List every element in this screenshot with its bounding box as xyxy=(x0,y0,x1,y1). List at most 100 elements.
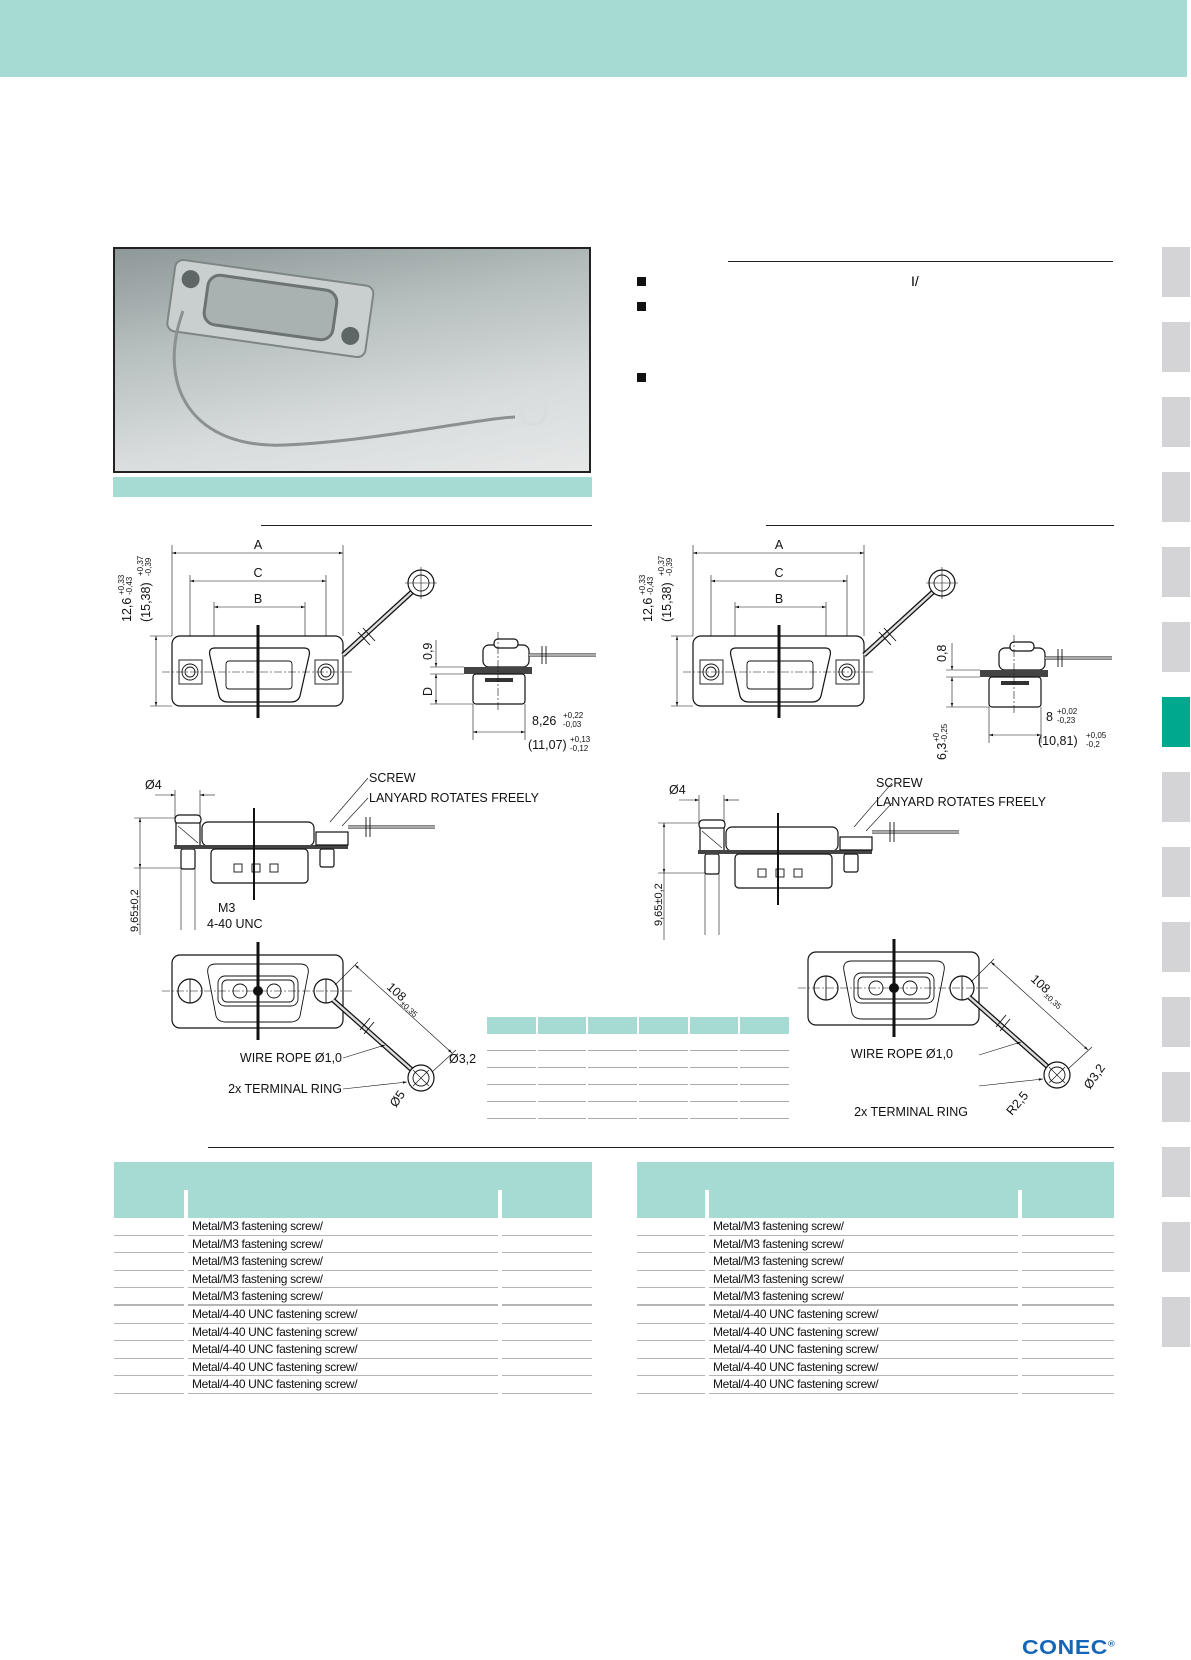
cell-extra xyxy=(502,1218,592,1236)
table-row: Metal/M3 fastening screw/ xyxy=(637,1288,1114,1306)
bullet-icon xyxy=(637,373,646,382)
cell-extra xyxy=(1022,1288,1114,1306)
cell-extra xyxy=(1022,1218,1114,1236)
cell-part-number xyxy=(637,1324,705,1342)
table-row: Metal/4-40 UNC fastening screw/ xyxy=(114,1359,592,1377)
drawing-right-heading-rule xyxy=(766,525,1114,526)
tolerance: ±0,35 xyxy=(1042,991,1063,1011)
side-tab-10[interactable] xyxy=(1162,922,1190,972)
logo-text: CONEC xyxy=(1022,1637,1108,1659)
cell-extra xyxy=(1022,1341,1114,1359)
table-row: Metal/M3 fastening screw/ xyxy=(114,1218,592,1236)
cell-part-number xyxy=(637,1376,705,1394)
depth-label: 6,3 xyxy=(935,743,949,760)
tolerance: +0,05 xyxy=(1086,731,1107,740)
lanyard-label: LANYARD ROTATES FREELY xyxy=(876,795,1047,809)
cell-part-number xyxy=(114,1236,184,1254)
lanyard-label: LANYARD ROTATES FREELY xyxy=(369,791,540,805)
table-row: Metal/4-40 UNC fastening screw/ xyxy=(637,1306,1114,1324)
cell-extra xyxy=(502,1288,592,1306)
side-height-label: 9,65±0,2 xyxy=(653,883,665,926)
cell-description: Metal/M3 fastening screw/ xyxy=(188,1218,498,1236)
side-tab-5[interactable] xyxy=(1162,547,1190,597)
height-label: 12,6 xyxy=(120,598,134,622)
dimension-table-row xyxy=(487,1051,790,1068)
cell-description: Metal/4-40 UNC fastening screw/ xyxy=(709,1341,1018,1359)
cell-part-number xyxy=(637,1253,705,1271)
width-ref-label: (10,81) xyxy=(1038,734,1078,748)
cell-part-number xyxy=(637,1359,705,1377)
top-view-drawing-left xyxy=(150,545,437,718)
table-row: Metal/M3 fastening screw/ xyxy=(114,1271,592,1289)
screw-diameter-label: Ø4 xyxy=(145,778,162,792)
tolerance: ±0,35 xyxy=(398,999,419,1019)
cell-description: Metal/M3 fastening screw/ xyxy=(709,1288,1018,1306)
side-tab-7[interactable] xyxy=(1162,697,1190,747)
cell-part-number xyxy=(114,1288,184,1306)
cell-description: Metal/M3 fastening screw/ xyxy=(709,1271,1018,1289)
tolerance: -0,25 xyxy=(940,723,949,742)
cell-description: Metal/M3 fastening screw/ xyxy=(188,1271,498,1289)
cell-part-number xyxy=(114,1218,184,1236)
cell-part-number xyxy=(637,1341,705,1359)
tolerance: -0,39 xyxy=(144,557,153,576)
features-heading-rule xyxy=(728,261,1113,262)
thread-metric-label: M3 xyxy=(218,901,235,915)
side-tab-2[interactable] xyxy=(1162,322,1190,372)
cell-description: Metal/4-40 UNC fastening screw/ xyxy=(188,1359,498,1377)
terminal-ring-label: 2x TERMINAL RING xyxy=(854,1105,968,1119)
cell-extra xyxy=(502,1359,592,1377)
table-row: Metal/4-40 UNC fastening screw/ xyxy=(114,1341,592,1359)
cell-part-number xyxy=(114,1324,184,1342)
cell-extra xyxy=(502,1376,592,1394)
side-tab-6[interactable] xyxy=(1162,622,1190,672)
side-tab-9[interactable] xyxy=(1162,847,1190,897)
side-height-label: 9,65±0,2 xyxy=(129,889,141,932)
tolerance: +0,37 xyxy=(657,555,666,576)
ordering-heading-rule xyxy=(208,1147,1114,1148)
side-tab-15[interactable] xyxy=(1162,1297,1190,1347)
dim-b-label: B xyxy=(775,592,783,606)
cell-description: Metal/M3 fastening screw/ xyxy=(709,1218,1018,1236)
table-row: Metal/M3 fastening screw/ xyxy=(114,1288,592,1306)
cell-description: Metal/4-40 UNC fastening screw/ xyxy=(709,1376,1018,1394)
cell-extra xyxy=(502,1271,592,1289)
side-tab-3[interactable] xyxy=(1162,397,1190,447)
registered-mark: ® xyxy=(1107,1639,1116,1649)
tolerance: -0,2 xyxy=(1086,740,1100,749)
dim-a-label: A xyxy=(775,538,784,552)
dimension-table-header xyxy=(487,1017,790,1034)
table-row: Metal/M3 fastening screw/ xyxy=(637,1253,1114,1271)
cell-part-number xyxy=(114,1376,184,1394)
screw-label: SCREW xyxy=(369,771,416,785)
dim-c-label: C xyxy=(774,566,783,580)
terminal-ring-label: 2x TERMINAL RING xyxy=(228,1082,342,1096)
table-row: Metal/4-40 UNC fastening screw/ xyxy=(637,1376,1114,1394)
table-header xyxy=(114,1162,592,1218)
side-tab-14[interactable] xyxy=(1162,1222,1190,1272)
cell-description: Metal/4-40 UNC fastening screw/ xyxy=(188,1376,498,1394)
cell-description: Metal/4-40 UNC fastening screw/ xyxy=(188,1324,498,1342)
width-label: 8,26 xyxy=(532,714,556,728)
side-tab-11[interactable] xyxy=(1162,997,1190,1047)
cell-part-number xyxy=(114,1359,184,1377)
thread-unc-label: 4-40 UNC xyxy=(207,917,263,931)
side-tab-12[interactable] xyxy=(1162,1072,1190,1122)
side-tab-1[interactable] xyxy=(1162,247,1190,297)
flange-label: 0,8 xyxy=(935,645,949,662)
feature-text-fragment: I/ xyxy=(911,273,919,289)
cell-part-number xyxy=(637,1306,705,1324)
table-row: Metal/4-40 UNC fastening screw/ xyxy=(637,1359,1114,1377)
cell-description: Metal/M3 fastening screw/ xyxy=(709,1253,1018,1271)
table-row: Metal/M3 fastening screw/ xyxy=(114,1253,592,1271)
cell-part-number xyxy=(637,1218,705,1236)
cell-description: Metal/M3 fastening screw/ xyxy=(188,1236,498,1254)
tolerance: +0,13 xyxy=(570,735,591,744)
side-tab-13[interactable] xyxy=(1162,1147,1190,1197)
cell-part-number xyxy=(114,1306,184,1324)
side-tab-8[interactable] xyxy=(1162,772,1190,822)
conec-logo: CONEC® xyxy=(1022,1637,1115,1660)
side-tab-4[interactable] xyxy=(1162,472,1190,522)
cell-description: Metal/4-40 UNC fastening screw/ xyxy=(188,1341,498,1359)
